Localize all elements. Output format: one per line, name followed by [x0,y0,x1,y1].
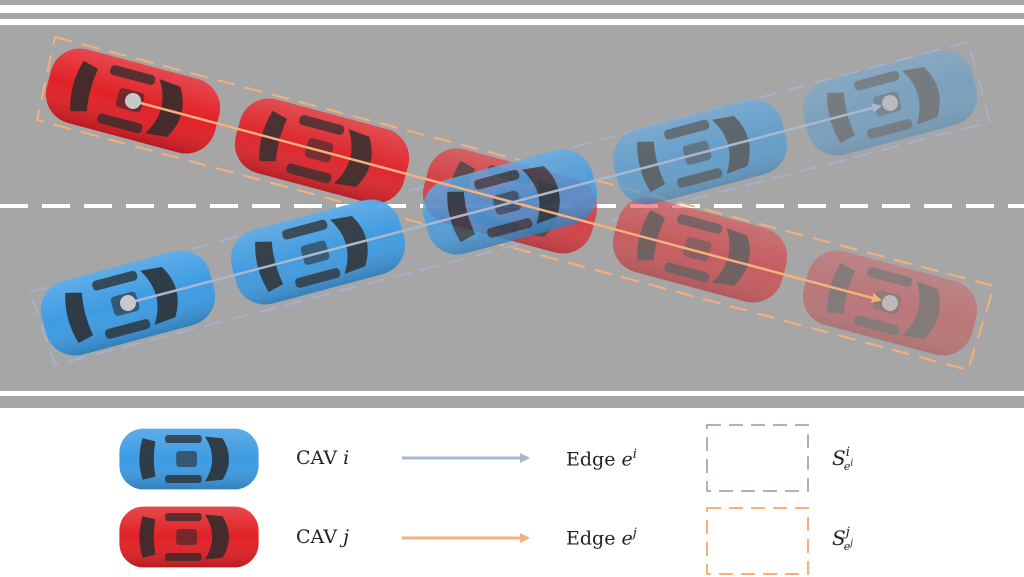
road-lane-line-bottom [0,391,1024,396]
edge-i-arrow [127,103,882,305]
road-top-strip [0,0,1024,5]
cav-i-center-dot [120,295,136,311]
legend-set-i-label: Siei [832,444,854,473]
legend-cav-i-car-icon [119,428,259,490]
cav-j-center-dot [125,93,141,109]
road-shoulder-bottom [0,396,1024,408]
legend-edge-j-label: Edge ej [566,526,637,550]
legend-cav-j-label: CAV j [296,526,349,548]
road-shoulder-top [0,13,1024,19]
legend-cav-j-car-icon [119,506,259,568]
legend-set-j-label: Sjej [832,524,854,553]
legend-set-i-dashed-rectangle-icon [706,424,809,492]
legend-edge-i-label: Edge ei [566,447,637,471]
legend-cav-i-label: CAV i [296,447,350,469]
edge-j-arrow [132,99,882,303]
cav-i-end-dot [882,95,898,111]
road-lane-line-top [0,19,1024,25]
legend-set-j-dashed-rectangle-icon [706,507,809,575]
cav-j-end-dot [882,295,898,311]
road-top-border [0,5,1024,13]
